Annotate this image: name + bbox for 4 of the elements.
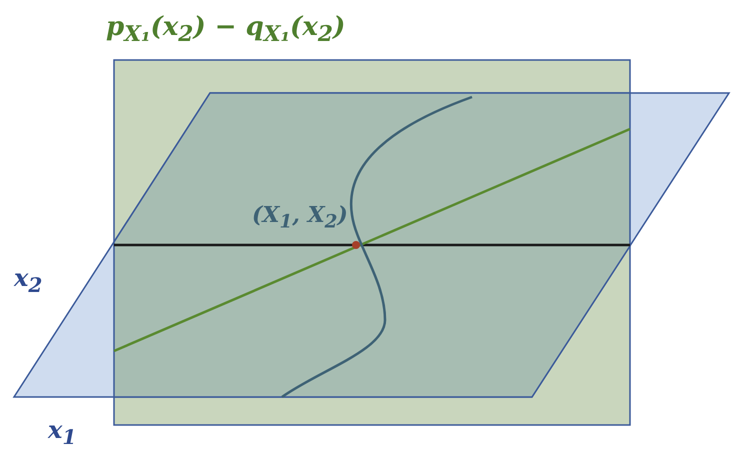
function-label: p$_{X₁}$(x$_{2}$) − q$_{X₁}$(x$_{2}$) xyxy=(106,14,346,46)
axis-label: x$_{1}$ xyxy=(48,418,76,447)
point-label: (X$_{1}$, X$_{2}$) xyxy=(252,204,348,232)
axis-label: x$_{2}$ xyxy=(14,266,42,295)
